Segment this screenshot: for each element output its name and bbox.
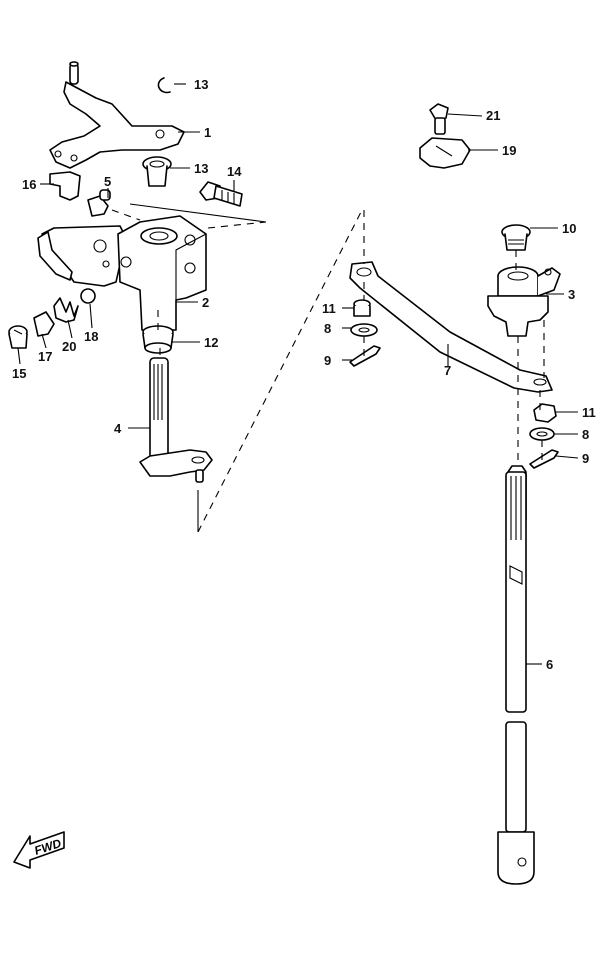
part-11-bushing-left [353, 299, 371, 317]
part-21-bolt [429, 103, 449, 135]
callout-18: 18 [84, 329, 98, 344]
part-19-clamp [419, 137, 471, 169]
callout-8-left: 8 [324, 321, 331, 336]
part-15-plug [8, 325, 28, 349]
callout-12: 12 [204, 335, 218, 350]
callout-9-right: 9 [582, 451, 589, 466]
callout-15: 15 [12, 366, 26, 381]
part-14-bolt [199, 181, 243, 207]
callout-2: 2 [202, 295, 209, 310]
part-11-bushing-right [533, 403, 557, 423]
callout-19: 19 [502, 143, 516, 158]
part-1-lever [49, 61, 185, 169]
callout-13-upper: 13 [194, 77, 208, 92]
callout-13-lower: 13 [194, 161, 208, 176]
part-8-washer-right [529, 427, 555, 441]
part-13-e-ring-upper [157, 77, 171, 94]
callout-21: 21 [486, 108, 500, 123]
callout-11-left: 11 [322, 301, 336, 316]
fwd-label: FWD [33, 836, 64, 858]
callout-16: 16 [22, 177, 36, 192]
callout-7: 7 [444, 363, 451, 378]
part-4-shaft [139, 357, 213, 483]
guide-lines [111, 203, 545, 533]
callout-14: 14 [227, 164, 242, 179]
part-18-ball [80, 288, 96, 304]
callout-20: 20 [62, 339, 76, 354]
part-9-cotter-pin-right [529, 449, 559, 469]
leader-lines [17, 83, 579, 665]
part-10-plug [501, 224, 531, 251]
part-8-washer-left [350, 323, 378, 337]
callout-5: 5 [104, 174, 111, 189]
part-5-grease-fitting [87, 189, 111, 217]
callout-3: 3 [568, 287, 575, 302]
callout-6: 6 [546, 657, 553, 672]
callout-10: 10 [562, 221, 576, 236]
part-7-link [349, 261, 553, 393]
callout-17: 17 [38, 349, 52, 364]
part-6-long-shaft [497, 465, 535, 885]
part-2-housing [37, 215, 207, 331]
part-12-bushing [142, 325, 174, 354]
part-16-clip [49, 171, 81, 201]
part-9-cotter-pin-left [349, 345, 381, 367]
part-13-bushing [142, 156, 172, 187]
callout-8-right: 8 [582, 427, 589, 442]
part-3-pivot-boss [487, 266, 561, 337]
callout-9-left: 9 [324, 353, 331, 368]
callout-11-right: 11 [582, 405, 596, 420]
callout-1: 1 [204, 125, 211, 140]
callout-4: 4 [114, 421, 122, 436]
part-20-spring [53, 297, 79, 323]
fwd-arrow: FWD [13, 831, 65, 869]
part-17-plunger [33, 311, 55, 337]
callout-numbers: 13 1 13 14 16 5 2 12 18 20 17 15 4 21 19… [12, 77, 596, 672]
